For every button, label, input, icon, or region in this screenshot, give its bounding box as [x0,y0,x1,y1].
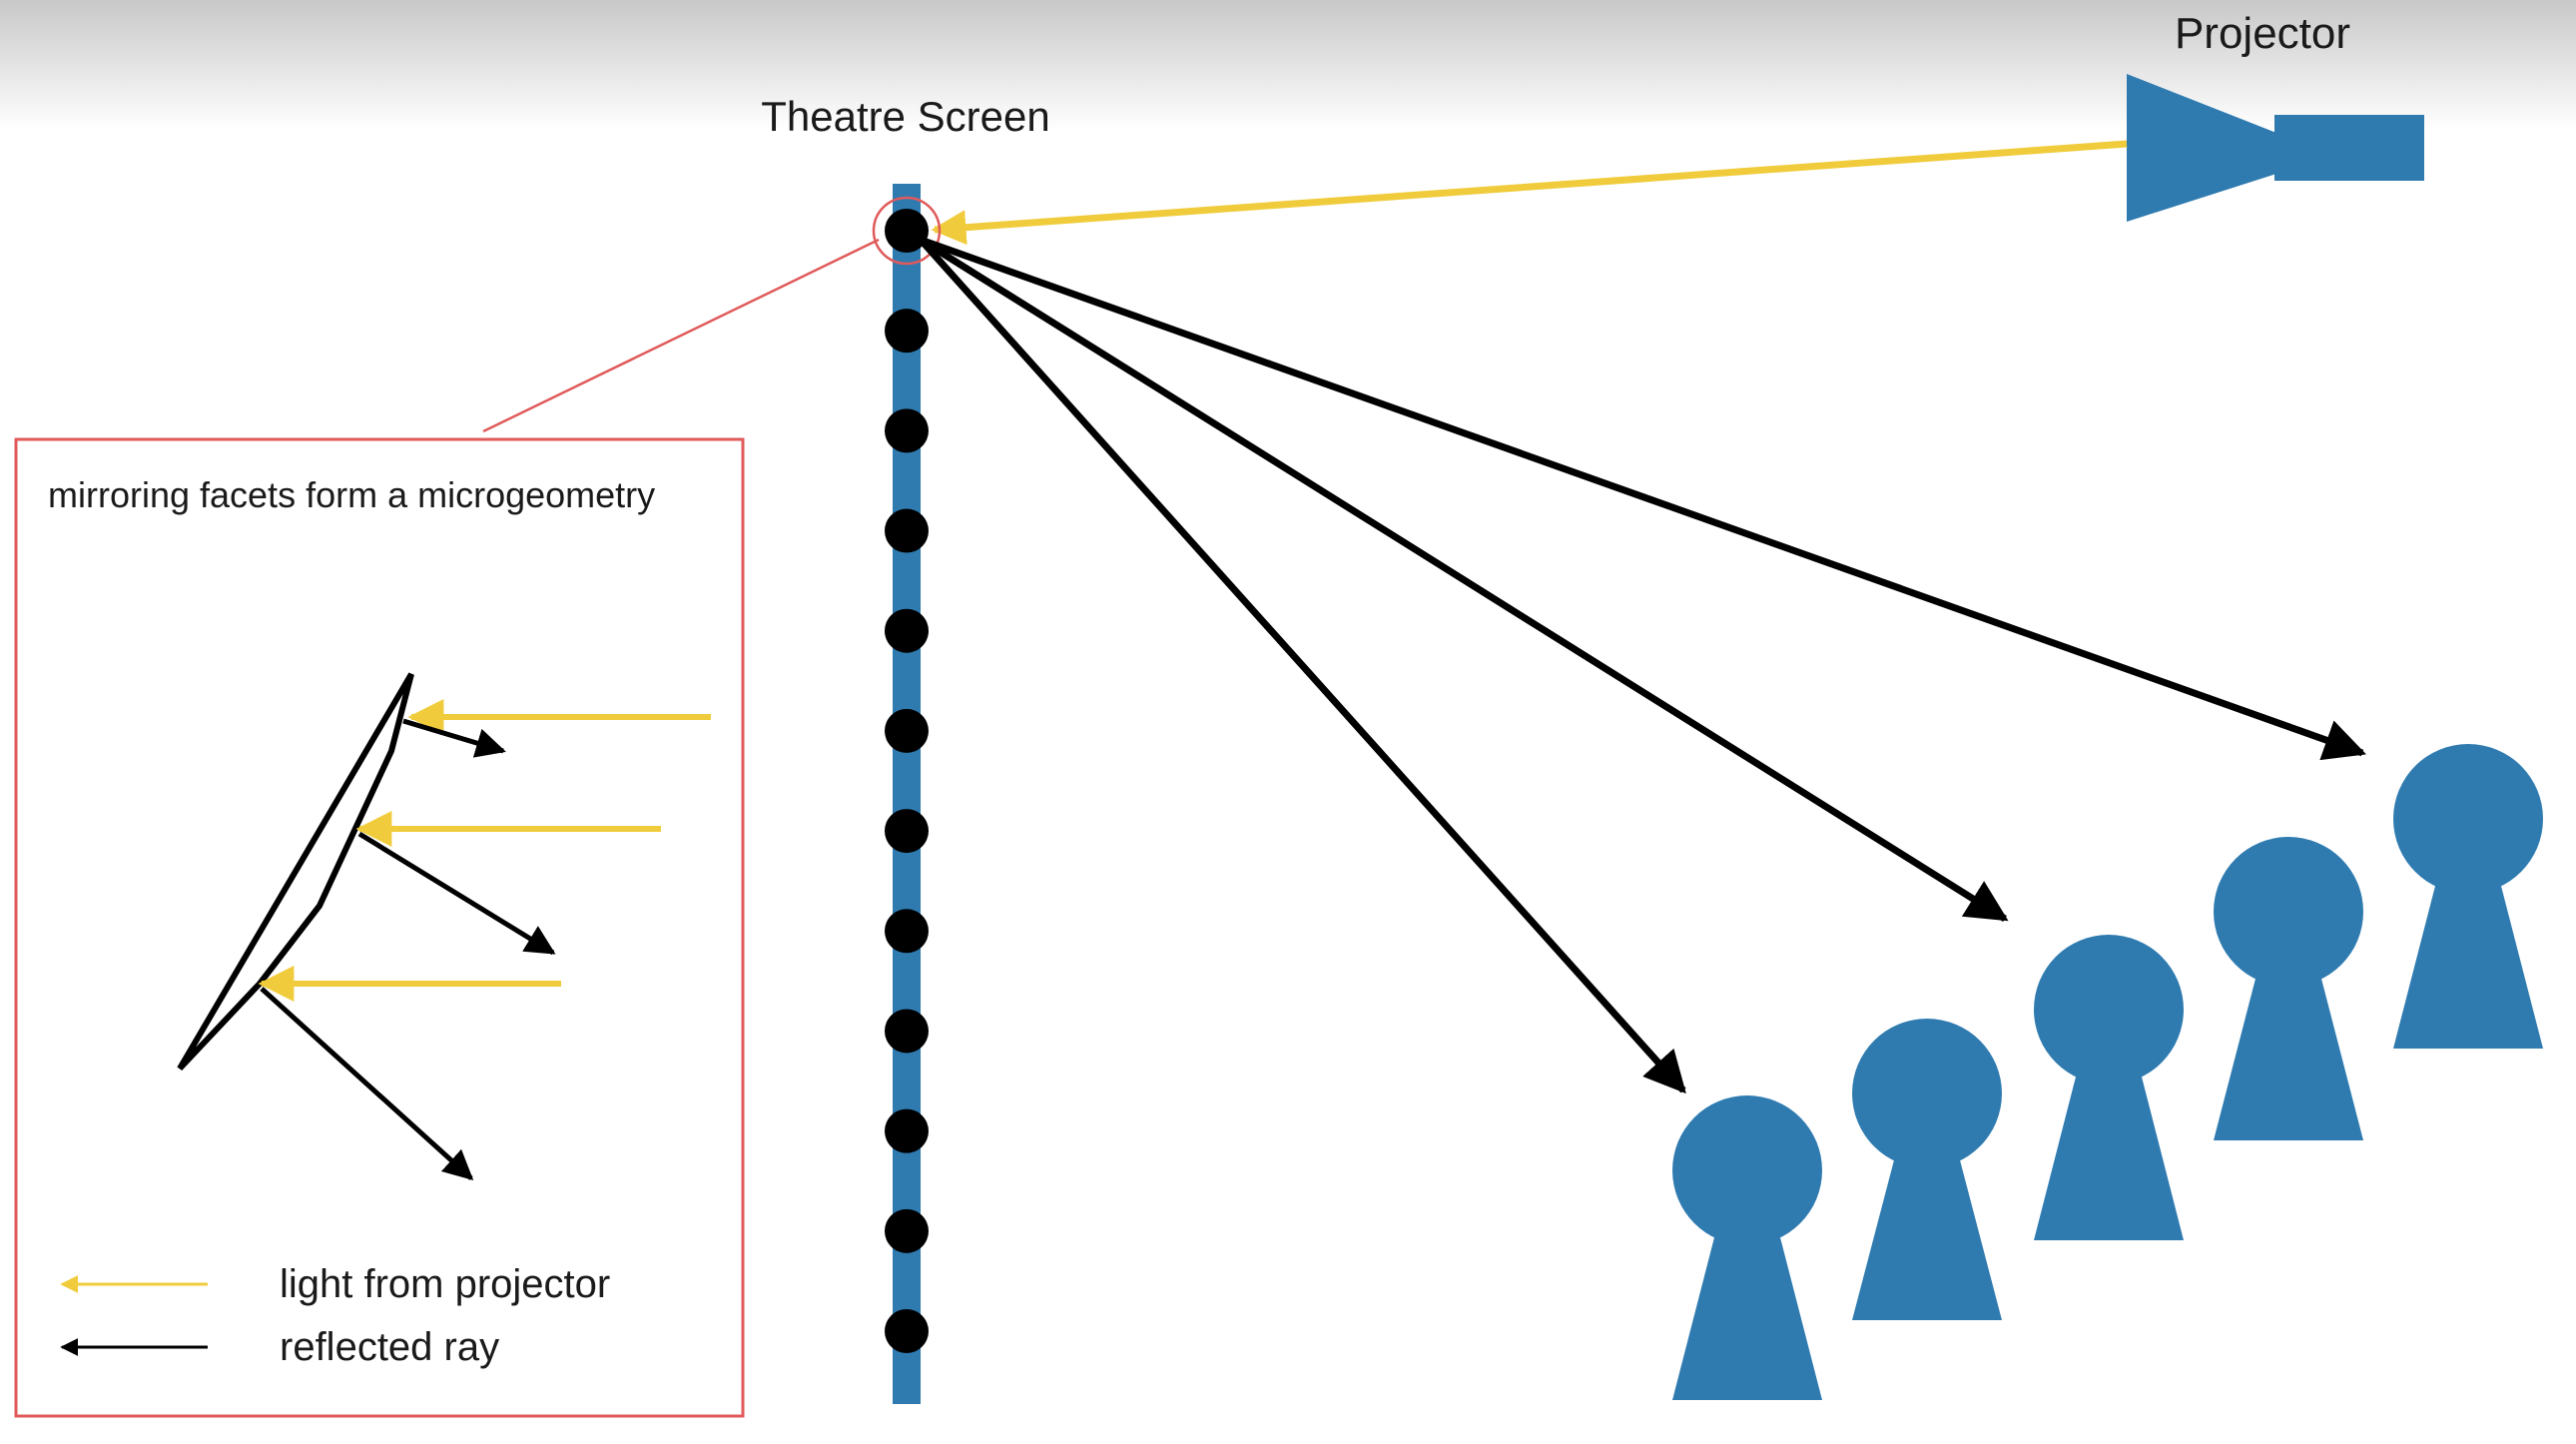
audience-body [1672,1210,1822,1400]
audience-head [2034,935,2184,1084]
audience-body [2034,1050,2184,1240]
callout-line [482,238,880,433]
screen-label: Theatre Screen [761,93,1050,140]
projector [2127,74,2424,222]
audience-head [2393,744,2543,894]
audience-figure [1852,1019,2002,1320]
reflected-ray [918,237,1686,1094]
mirror-facets [177,672,414,1072]
screen-dot [885,209,929,253]
screen-dot [885,1208,929,1253]
screen-dot [885,708,929,753]
inset-panel: mirroring facets form a microgeometry li… [14,437,745,1418]
reflected-ray [919,236,2366,761]
screen-dot [885,1009,929,1054]
screen-dot [885,909,929,954]
audience-body [2214,952,2363,1140]
screen-dot [885,1108,929,1153]
inset-border [14,437,745,1418]
audience-figure [2393,744,2543,1049]
audience-figure [2034,935,2184,1240]
audience-figure [1672,1095,1822,1400]
screen-dot [885,608,929,653]
screen-dot [885,408,929,453]
audience-head [1672,1095,1822,1245]
projector-lens [2127,74,2276,222]
projector-label: Projector [2175,9,2350,58]
audience-head [1852,1019,2002,1168]
inset-reflected-ray [357,831,556,956]
inset-reflected-ray [402,718,506,758]
screen-dots [885,209,929,1353]
screen-dot [885,1309,929,1353]
screen-dot [885,508,929,553]
audience [1672,744,2543,1400]
legend-label-light: light from projector [280,1262,610,1306]
highlight-circle [872,196,942,266]
legend-label-reflected: reflected ray [280,1325,499,1369]
projector-beam [931,140,2128,246]
audience-body [2393,859,2543,1049]
projector-body [2274,115,2424,181]
reflected-ray [919,237,2009,922]
audience-body [1852,1133,2002,1320]
inset-reflected-ray [260,987,474,1181]
theatre-screen [893,184,921,1404]
audience-figure [2214,837,2363,1140]
audience-head [2214,837,2363,987]
screen-dot [885,809,929,854]
inset-title: mirroring facets form a microgeometry [48,474,655,515]
screen-dot [885,309,929,354]
